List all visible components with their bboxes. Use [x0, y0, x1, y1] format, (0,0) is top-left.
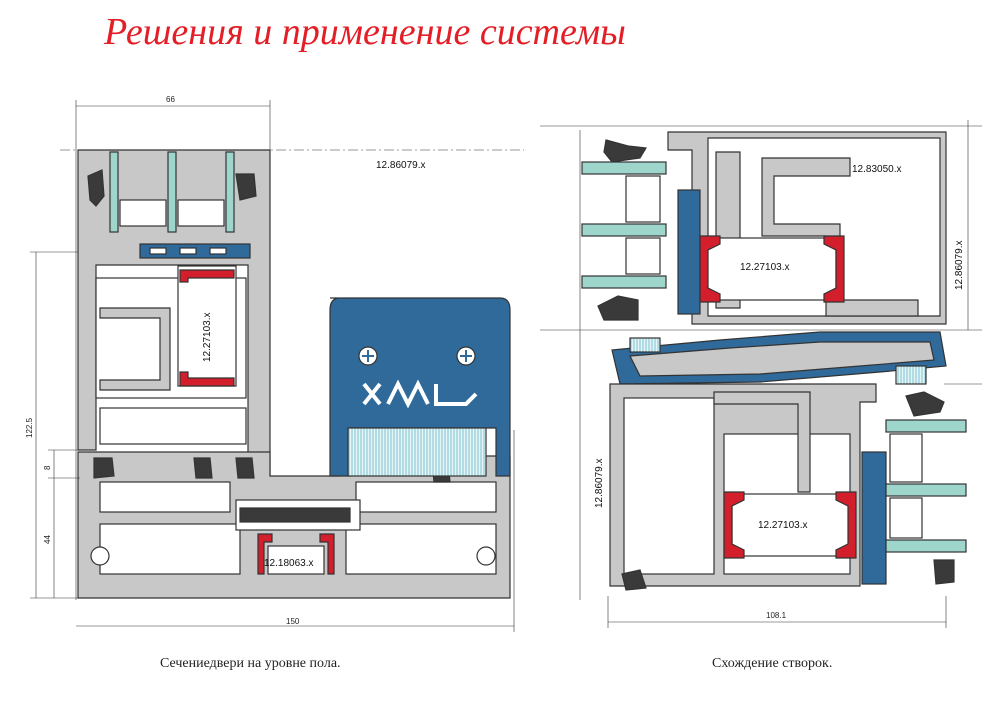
gasket-left: [87, 169, 105, 207]
gasket-bottom-left: [621, 569, 647, 591]
upper-glass-unit: [581, 161, 667, 289]
gasket-bottom-right: [933, 559, 955, 585]
caption-right: Схождение створок.: [712, 656, 833, 671]
page-title: Решения и применение системы: [104, 11, 626, 53]
lower-blue-seal: [861, 451, 887, 585]
thermal-break-upper: [699, 235, 845, 303]
dim-mid-left: 44: [43, 535, 52, 544]
caption-left: Сечениедвери на уровне пола.: [160, 656, 341, 671]
part-label-lower-mullion: 12.27103.x: [758, 520, 808, 531]
gasket-right: [235, 173, 257, 201]
threshold-gasket: [239, 507, 351, 523]
thermal-break-lower: [723, 491, 857, 559]
right-section-drawing: [540, 120, 982, 600]
screw-head-icon: [456, 346, 476, 366]
gasket-mid-right: [905, 391, 945, 417]
upper-blue-seal: [677, 189, 701, 315]
part-label-vertical-right: 12.86079.x: [954, 241, 965, 291]
part-label-upper-right: 12.83050.x: [852, 164, 902, 175]
part-label-top-left: 12.86079.x: [376, 160, 426, 171]
dim-top-left: 66: [166, 95, 175, 104]
part-label-upper-mullion: 12.27103.x: [740, 262, 790, 273]
gasket-top-right: [603, 139, 647, 163]
screw-head-icon: [358, 346, 378, 366]
thermal-break-mullion: [177, 265, 237, 387]
lower-glass-unit: [885, 419, 967, 553]
dim-height-left: 122.5: [25, 417, 34, 438]
dim-bottom-left: 150: [286, 617, 300, 626]
xal-logo: [362, 379, 478, 409]
door-sweep-module: [329, 297, 511, 477]
door-frame-profile: [77, 149, 271, 476]
glass-unit: [109, 151, 235, 233]
left-section-drawing: [60, 100, 524, 632]
dim-small-left: 8: [43, 465, 52, 470]
part-label-vertical-left: 12.86079.x: [594, 459, 605, 509]
part-label-bottom-left: 12.18063.x: [264, 558, 314, 569]
dim-bottom-right: 108.1: [766, 611, 787, 620]
part-label-mullion-left: 12.27103.x: [202, 313, 213, 363]
